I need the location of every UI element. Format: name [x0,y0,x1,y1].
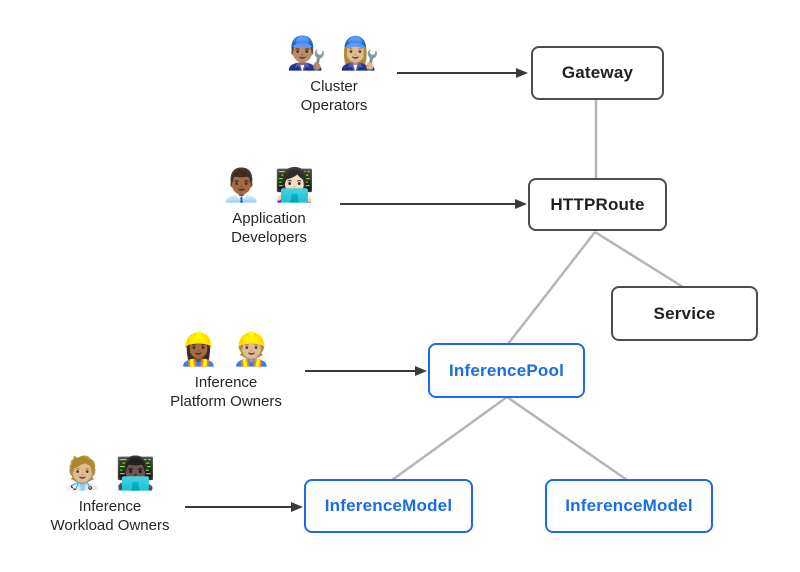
developers-emoji-icon: 👨🏾‍💼 👩🏻‍💻 [221,167,317,203]
node-inferencemodel-right: InferenceModel [545,479,713,533]
workload-owners-emoji-icon: 🧑🏼‍⚕️ 👨🏿‍💻 [62,455,158,491]
actor-application-developers-label: Application Developers [231,210,307,246]
actor-inference-workload-owners-label: Inference Workload Owners [50,498,170,534]
node-service: Service [611,286,758,341]
node-gateway-label: Gateway [561,63,634,82]
node-inferencemodel-right-label: InferenceModel [565,496,693,515]
actor-cluster-operators: 👨🏽‍🔧 👩🏼‍🔧 Cluster Operators [234,32,434,115]
actor-inference-workload-owners: 🧑🏼‍⚕️ 👨🏿‍💻 Inference Workload Owners [10,452,210,535]
node-service-label: Service [653,303,716,323]
node-inferencemodel-left: InferenceModel [304,479,473,533]
actor-cluster-operators-label: Cluster Operators [300,78,368,114]
node-gateway: Gateway [531,46,664,100]
edge-httproute-service [594,230,684,289]
edge-httproute-inferencepool [507,231,596,345]
edge-inferencepool-inferencemodel-left [391,395,508,482]
node-inferencepool-label: InferencePool [448,360,565,380]
actor-inference-platform-owners: 👷🏾‍♀️ 👷🏼 Inference Platform Owners [126,328,326,411]
node-httproute-label: HTTPRoute [550,194,645,214]
mechanics-emoji-icon: 👨🏽‍🔧 👩🏼‍🔧 [286,35,382,71]
actor-application-developers: 👨🏾‍💼 👩🏻‍💻 Application Developers [169,164,369,247]
edge-inferencepool-inferencemodel-right [506,395,628,482]
construction-workers-emoji-icon: 👷🏾‍♀️ 👷🏼 [178,331,274,367]
actor-inference-platform-owners-label: Inference Platform Owners [170,374,282,410]
node-inferencepool: InferencePool [428,343,585,398]
node-inferencemodel-left-label: InferenceModel [324,496,453,515]
node-httproute: HTTPRoute [528,178,667,231]
